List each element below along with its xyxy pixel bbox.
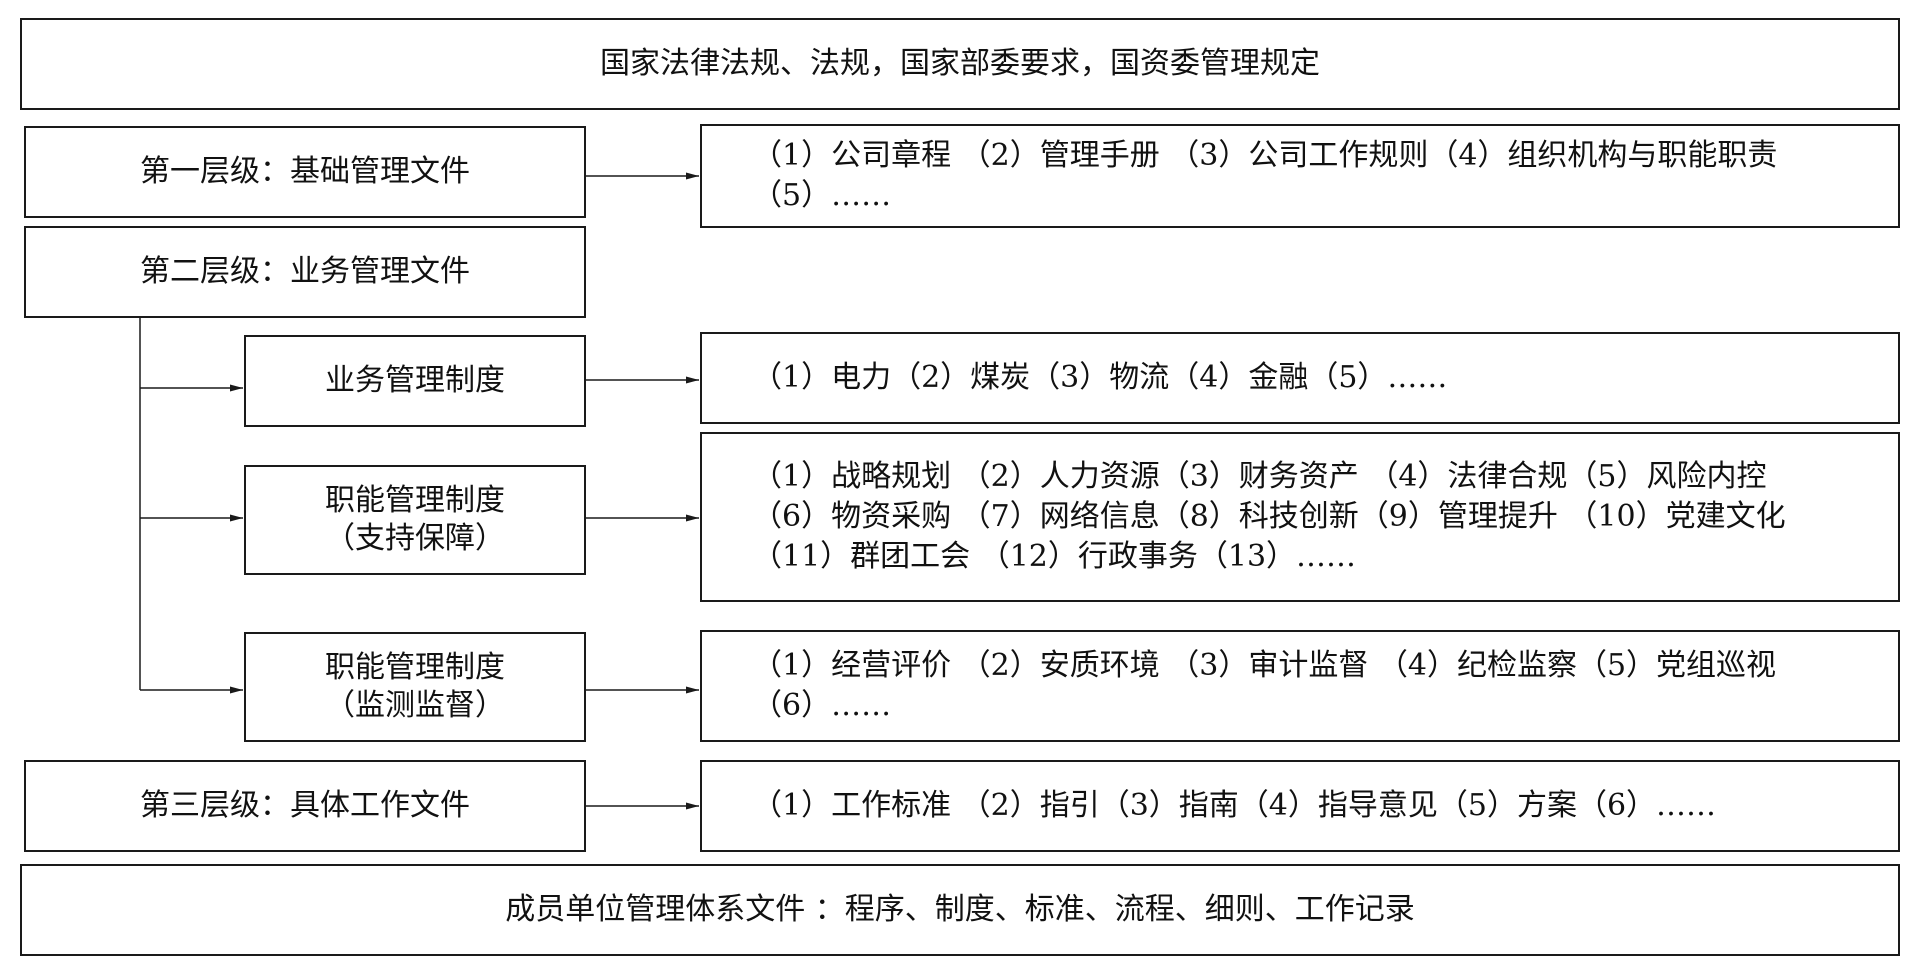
- level3-label: 第三层级：具体工作文件: [140, 788, 470, 823]
- level1-box: 第一层级：基础管理文件: [24, 126, 586, 218]
- level2-label: 第二层级：业务管理文件: [140, 254, 470, 289]
- monitoring-management-sublabel: （监测监督）: [325, 688, 505, 723]
- monitoring-items-line: （1）经营评价 （2）安质环境 （3）审计监督 （4）纪检监察（5）党组巡视: [752, 648, 1777, 683]
- business-items-box: （1）电力（2）煤炭（3）物流（4）金融（5）……: [700, 332, 1900, 424]
- monitoring-management-box: 职能管理制度 （监测监督）: [244, 632, 586, 742]
- monitoring-management-label: 职能管理制度: [325, 650, 505, 685]
- level3-items-line: （1）工作标准 （2）指引（3）指南（4）指导意见（5）方案（6）……: [752, 788, 1717, 823]
- business-items-line: （1）电力（2）煤炭（3）物流（4）金融（5）……: [752, 360, 1448, 395]
- member-system-box: 成员单位管理体系文件 ：程序、制度、标准、流程、细则、工作记录: [20, 864, 1900, 956]
- monitoring-items-box: （1）经营评价 （2）安质环境 （3）审计监督 （4）纪检监察（5）党组巡视 （…: [700, 630, 1900, 742]
- monitoring-items-line: （6）……: [752, 688, 892, 723]
- support-management-sublabel: （支持保障）: [325, 521, 505, 556]
- member-system-text: 成员单位管理体系文件 ：程序、制度、标准、流程、细则、工作记录: [505, 892, 1415, 927]
- support-items-line: （1）战略规划 （2）人力资源（3）财务资产 （4）法律合规（5）风险内控: [752, 459, 1767, 494]
- support-management-label: 职能管理制度: [325, 483, 505, 518]
- support-items-line: （6）物资采购 （7）网络信息（8）科技创新（9）管理提升 （10）党建文化: [752, 499, 1786, 534]
- support-management-box: 职能管理制度 （支持保障）: [244, 465, 586, 575]
- business-management-box: 业务管理制度: [244, 335, 586, 427]
- level1-items-box: （1）公司章程 （2）管理手册 （3）公司工作规则（4）组织机构与职能职责 （5…: [700, 124, 1900, 228]
- level3-items-box: （1）工作标准 （2）指引（3）指南（4）指导意见（5）方案（6）……: [700, 760, 1900, 852]
- level2-box: 第二层级：业务管理文件: [24, 226, 586, 318]
- regulations-box: 国家法律法规、法规，国家部委要求，国资委管理规定: [20, 18, 1900, 110]
- level3-box: 第三层级：具体工作文件: [24, 760, 586, 852]
- level1-items-line: （1）公司章程 （2）管理手册 （3）公司工作规则（4）组织机构与职能职责: [752, 138, 1778, 173]
- level1-items-line: （5）……: [752, 178, 892, 213]
- support-items-line: （11）群团工会 （12）行政事务（13）……: [752, 539, 1357, 574]
- support-items-box: （1）战略规划 （2）人力资源（3）财务资产 （4）法律合规（5）风险内控 （6…: [700, 432, 1900, 602]
- level1-label: 第一层级：基础管理文件: [140, 154, 470, 189]
- business-management-label: 业务管理制度: [325, 363, 505, 398]
- regulations-text: 国家法律法规、法规，国家部委要求，国资委管理规定: [600, 46, 1320, 81]
